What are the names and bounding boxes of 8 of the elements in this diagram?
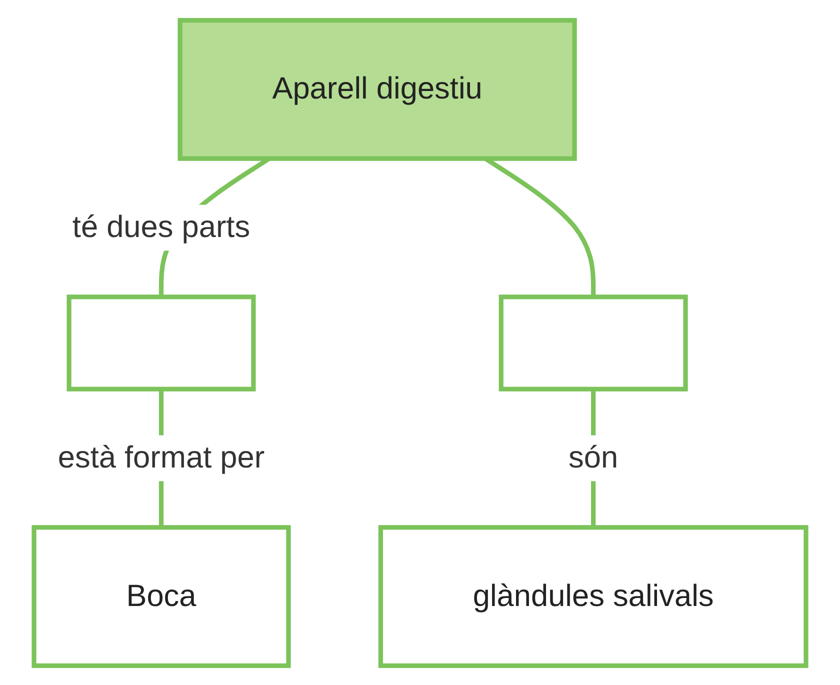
edge-label: són [568, 440, 618, 475]
edge-label: està format per [58, 440, 265, 475]
node-box [66, 294, 256, 391]
node-box: Boca [32, 524, 291, 668]
node-box [498, 294, 688, 391]
edge-label: té dues parts [72, 210, 250, 244]
node-box: glàndules salivals [378, 524, 808, 668]
node-box: Aparell digestiu [178, 18, 577, 160]
